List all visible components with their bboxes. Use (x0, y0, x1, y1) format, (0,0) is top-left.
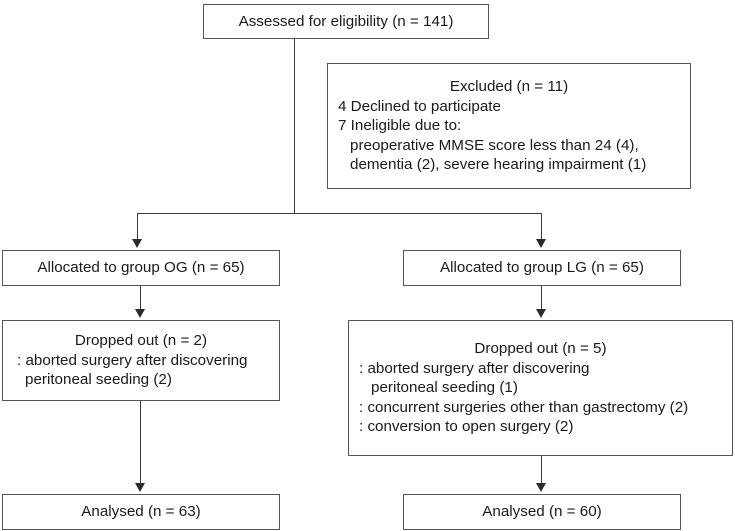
dropped-lg-reason-3: : concurrent surgeries other than gastre… (359, 398, 689, 416)
dropped-lg-reason-2: peritoneal seeding (1) (371, 379, 518, 397)
arrowhead-to-allocated-og (132, 239, 142, 248)
excluded-reason-3: preoperative MMSE score less than 24 (4)… (350, 136, 639, 154)
connector-split-to-og (137, 213, 138, 241)
node-allocated-og: Allocated to group OG (n = 65) (2, 250, 280, 286)
excluded-reason-2: 7 Ineligible due to: (338, 117, 462, 135)
arrowhead-to-dropped-og (135, 309, 145, 318)
node-dropped-out-og: Dropped out (n = 2) : aborted surgery af… (2, 320, 280, 401)
connector-dropped-lg-to-analysed-lg (541, 456, 542, 485)
arrowhead-to-dropped-lg (536, 309, 546, 318)
connector-allocated-lg-to-dropped-lg (541, 286, 542, 311)
connector-dropped-og-to-analysed-og (140, 401, 141, 485)
arrowhead-to-analysed-lg (536, 483, 546, 492)
assessed-label: Assessed for eligibility (n = 141) (238, 12, 454, 30)
node-assessed-for-eligibility: Assessed for eligibility (n = 141) (203, 4, 489, 39)
connector-allocated-og-to-dropped-og (140, 286, 141, 311)
dropped-og-heading: Dropped out (n = 2) (74, 332, 208, 350)
excluded-reason-1: 4 Declined to participate (338, 97, 501, 115)
arrowhead-to-allocated-lg (536, 239, 546, 248)
dropped-lg-reason-4: : conversion to open surgery (2) (359, 418, 574, 436)
dropped-og-reason-2: peritoneal seeding (2) (25, 371, 172, 389)
allocated-og-label: Allocated to group OG (n = 65) (37, 259, 245, 277)
dropped-lg-heading: Dropped out (n = 5) (474, 340, 607, 358)
analysed-og-label: Analysed (n = 63) (81, 503, 201, 521)
connector-assessed-to-split (294, 39, 295, 214)
node-analysed-og: Analysed (n = 63) (2, 494, 280, 530)
connector-split-bar (137, 213, 541, 214)
arrowhead-to-analysed-og (135, 483, 145, 492)
node-allocated-lg: Allocated to group LG (n = 65) (403, 250, 681, 286)
node-analysed-lg: Analysed (n = 60) (403, 494, 681, 530)
dropped-lg-reason-1: : aborted surgery after discovering (359, 359, 590, 377)
node-dropped-out-lg: Dropped out (n = 5) : aborted surgery af… (348, 320, 733, 456)
excluded-reason-4: dementia (2), severe hearing impairment … (350, 156, 647, 174)
excluded-heading: Excluded (n = 11) (449, 78, 569, 96)
dropped-og-reason-1: : aborted surgery after discovering (17, 351, 248, 369)
connector-split-to-lg (541, 213, 542, 241)
node-excluded: Excluded (n = 11) 4 Declined to particip… (327, 63, 691, 189)
analysed-lg-label: Analysed (n = 60) (482, 503, 602, 521)
allocated-lg-label: Allocated to group LG (n = 65) (440, 259, 644, 277)
